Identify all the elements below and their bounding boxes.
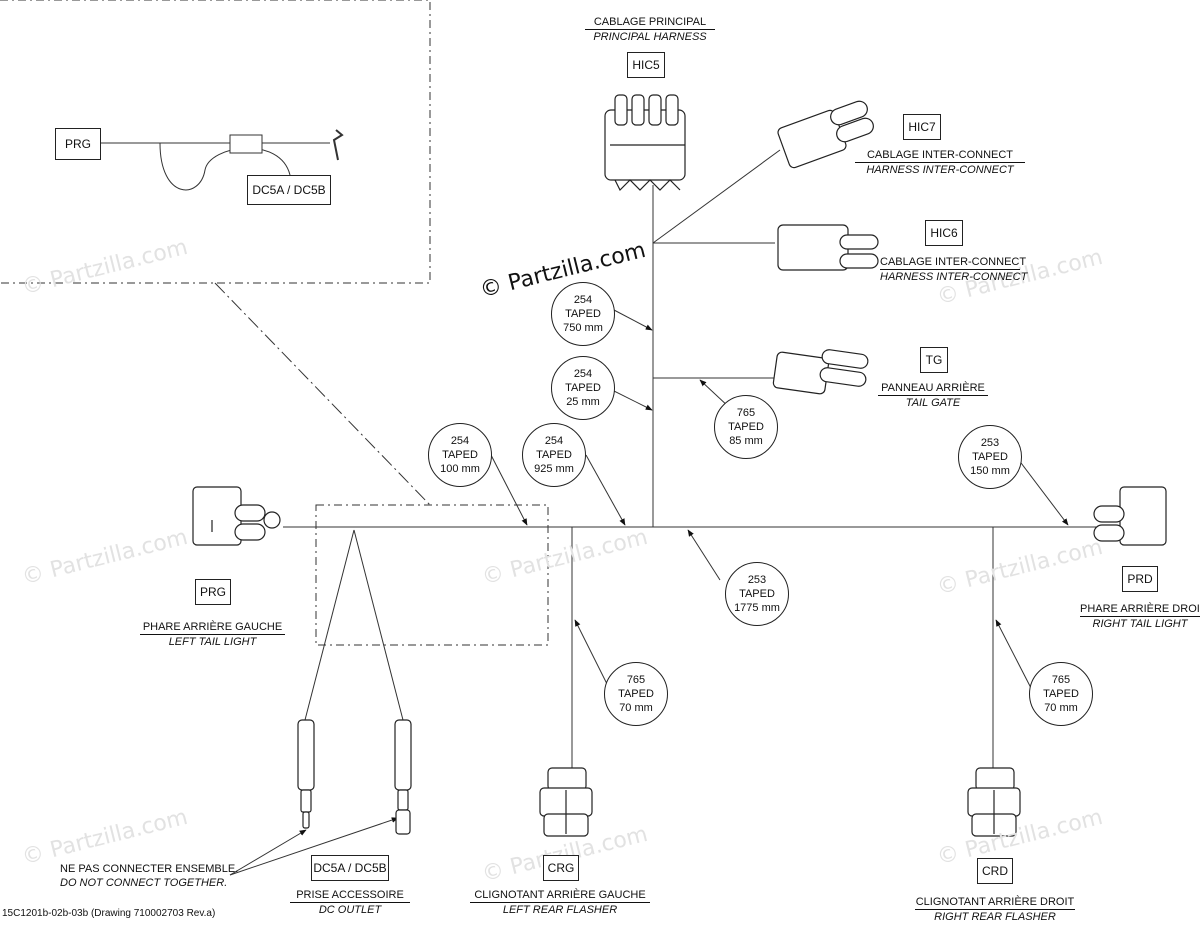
dc-en: DC OUTLET <box>290 902 410 917</box>
callout-leaders <box>229 309 1069 876</box>
hic6-label: CABLAGE INTER-CONNECT HARNESS INTER-CONN… <box>880 255 1028 284</box>
callout-length: 150 mm <box>970 465 1010 477</box>
harness-trunk <box>283 149 1100 770</box>
callout-length: 750 mm <box>563 322 603 334</box>
hic7-code-box: HIC7 <box>903 114 941 140</box>
note-fr: NE PAS CONNECTER ENSEMBLE. <box>60 863 239 875</box>
inset-frame <box>0 0 431 284</box>
hic7-label: CABLAGE INTER-CONNECT HARNESS INTER-CONN… <box>855 148 1025 177</box>
callout-number: 765 <box>736 407 756 419</box>
callout-number: 765 <box>1051 674 1071 686</box>
connect-note: NE PAS CONNECTER ENSEMBLE. DO NOT CONNEC… <box>60 862 239 890</box>
prg-connector-illustration <box>192 486 281 546</box>
inset-prg-box: PRG <box>55 128 101 160</box>
hic6-connector-illustration <box>777 224 879 271</box>
callout-type: TAPED <box>442 449 478 461</box>
drawing-reference: 15C1201b-02b-03b (Drawing 710002703 Rev.… <box>2 908 216 919</box>
crd-code-box: CRD <box>977 858 1013 884</box>
inset-wiring <box>92 129 344 191</box>
callout-bubble: 254 TAPED 925 mm <box>522 423 586 487</box>
dc-zone-dashed <box>315 504 549 646</box>
crg-code-box: CRG <box>543 855 579 881</box>
hic6-code-box: HIC6 <box>925 220 963 246</box>
callout-bubble: 254 TAPED 25 mm <box>551 356 615 420</box>
callout-length: 25 mm <box>566 396 600 408</box>
callout-number: 765 <box>626 674 646 686</box>
callout-type: TAPED <box>972 451 1008 463</box>
callout-number: 253 <box>747 574 767 586</box>
callout-bubble: 253 TAPED 150 mm <box>958 425 1022 489</box>
callout-number: 254 <box>544 435 564 447</box>
callout-bubble: 254 TAPED 750 mm <box>551 282 615 346</box>
crd-connector-illustration <box>967 767 1021 837</box>
hic7-connector-illustration <box>777 100 874 169</box>
callout-bubble: 765 TAPED 70 mm <box>604 662 668 726</box>
crd-label: CLIGNOTANT ARRIÈRE DROIT RIGHT REAR FLAS… <box>915 895 1075 924</box>
callout-length: 1775 mm <box>734 602 780 614</box>
tg-label: PANNEAU ARRIÈRE TAIL GATE <box>878 381 988 410</box>
dc-plug-left-illustration <box>297 719 315 829</box>
hic5-code-box: HIC5 <box>627 52 665 78</box>
callout-type: TAPED <box>1043 688 1079 700</box>
callout-number: 254 <box>573 294 593 306</box>
callout-bubble: 765 TAPED 70 mm <box>1029 662 1093 726</box>
callout-length: 100 mm <box>440 463 480 475</box>
dc-code-box: DC5A / DC5B <box>311 855 389 881</box>
hic5-fr: CABLAGE PRINCIPAL <box>593 16 707 28</box>
hic7-en: HARNESS INTER-CONNECT <box>855 162 1025 177</box>
tg-en: TAIL GATE <box>878 395 988 410</box>
prd-label: PHARE ARRIÈRE DROIT RIGHT TAIL LIGHT <box>1080 602 1200 631</box>
dc-plug-right-illustration <box>394 719 412 835</box>
tg-code-box: TG <box>920 347 948 373</box>
crd-fr: CLIGNOTANT ARRIÈRE DROIT <box>915 896 1075 908</box>
callout-length: 925 mm <box>534 463 574 475</box>
callout-bubble: 254 TAPED 100 mm <box>428 423 492 487</box>
crg-en: LEFT REAR FLASHER <box>470 902 650 917</box>
crd-en: RIGHT REAR FLASHER <box>915 909 1075 924</box>
callout-type: TAPED <box>728 421 764 433</box>
callout-length: 70 mm <box>619 702 653 714</box>
dc-label: PRISE ACCESSOIRE DC OUTLET <box>290 888 410 917</box>
prd-en: RIGHT TAIL LIGHT <box>1080 616 1200 631</box>
dc-fr: PRISE ACCESSOIRE <box>296 889 404 901</box>
callout-type: TAPED <box>565 382 601 394</box>
callout-length: 85 mm <box>729 435 763 447</box>
prg-fr: PHARE ARRIÈRE GAUCHE <box>142 621 283 633</box>
callout-number: 254 <box>573 368 593 380</box>
prg-label: PHARE ARRIÈRE GAUCHE LEFT TAIL LIGHT <box>140 620 285 649</box>
prd-code-box: PRD <box>1122 566 1158 592</box>
tg-fr: PANNEAU ARRIÈRE <box>881 382 985 394</box>
callout-type: TAPED <box>618 688 654 700</box>
callout-number: 253 <box>980 437 1000 449</box>
callout-type: TAPED <box>739 588 775 600</box>
hic7-fr: CABLAGE INTER-CONNECT <box>866 149 1014 161</box>
callout-type: TAPED <box>565 308 601 320</box>
inset-dc-box: DC5A / DC5B <box>247 175 331 205</box>
prg-en: LEFT TAIL LIGHT <box>140 634 285 649</box>
hic5-en: PRINCIPAL HARNESS <box>585 29 715 44</box>
crg-fr: CLIGNOTANT ARRIÈRE GAUCHE <box>474 889 646 901</box>
note-en: DO NOT CONNECT TOGETHER. <box>60 877 228 889</box>
hic5-connector-illustration <box>604 94 686 192</box>
callout-length: 70 mm <box>1044 702 1078 714</box>
crg-connector-illustration <box>539 767 593 837</box>
crg-label: CLIGNOTANT ARRIÈRE GAUCHE LEFT REAR FLAS… <box>470 888 650 917</box>
inset-leader <box>214 282 431 506</box>
prd-fr: PHARE ARRIÈRE DROIT <box>1080 603 1200 615</box>
callout-type: TAPED <box>536 449 572 461</box>
prg-code-box: PRG <box>195 579 231 605</box>
hic6-fr: CABLAGE INTER-CONNECT <box>880 256 1027 268</box>
callout-bubble: 765 TAPED 85 mm <box>714 395 778 459</box>
prd-connector-illustration <box>1093 486 1167 546</box>
callout-bubble: 253 TAPED 1775 mm <box>725 562 789 626</box>
callout-number: 254 <box>450 435 470 447</box>
hic6-en: HARNESS INTER-CONNECT <box>880 269 1028 283</box>
hic5-label: CABLAGE PRINCIPAL PRINCIPAL HARNESS <box>585 15 715 44</box>
tg-connector-illustration <box>772 349 869 395</box>
